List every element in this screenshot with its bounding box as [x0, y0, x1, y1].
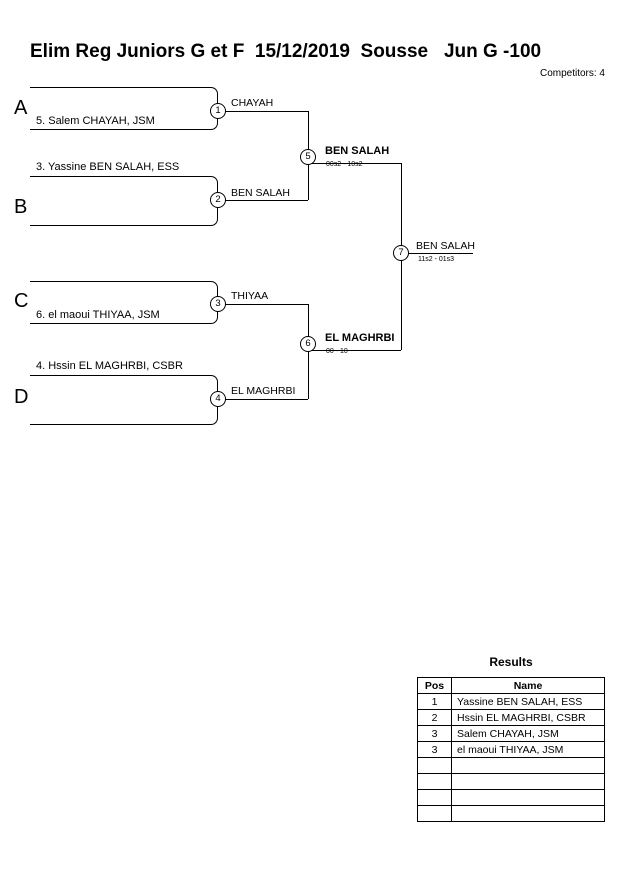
match-node-7[interactable]: 7 — [393, 245, 409, 261]
match-winner-1: CHAYAH — [231, 97, 274, 109]
result-name: Hssin EL MAGHRBI, CSBR — [451, 709, 605, 726]
competitors-count: Competitors: 4 — [539, 68, 605, 79]
table-row[interactable] — [417, 757, 605, 774]
match-winner-3: THIYAA — [231, 290, 269, 302]
results-col-pos: Pos — [417, 677, 452, 694]
semi-lower-out-line — [308, 350, 401, 351]
table-row[interactable]: 3 el maoui THIYAA, JSM — [417, 741, 605, 758]
result-pos — [417, 805, 452, 822]
group-letter-a: A — [14, 97, 28, 119]
result-name: el maoui THIYAA, JSM — [451, 741, 605, 758]
result-name — [451, 805, 605, 822]
r1-out-line-3 — [218, 304, 308, 305]
result-pos — [417, 789, 452, 806]
match-winner-2: BEN SALAH — [231, 187, 290, 199]
group-letter-b: B — [14, 196, 28, 218]
table-row[interactable]: 1 Yassine BEN SALAH, ESS — [417, 693, 605, 710]
result-pos: 3 — [417, 725, 452, 742]
match-winner-4: EL MAGHRBI — [231, 385, 296, 397]
result-pos: 3 — [417, 741, 452, 758]
match-winner-7: BEN SALAH — [416, 240, 475, 252]
match-score-5: 00s2 - 10s2 — [326, 161, 363, 168]
match-node-3[interactable]: 3 — [210, 296, 226, 312]
match-node-2[interactable]: 2 — [210, 192, 226, 208]
r1-out-line-1 — [218, 111, 308, 112]
page-title: Elim Reg Juniors G et F 15/12/2019 Souss… — [30, 41, 542, 62]
results-col-name: Name — [451, 677, 605, 694]
semi-upper-out-line — [308, 163, 401, 164]
group-letter-d: D — [14, 386, 29, 408]
r1-out-line-4 — [218, 399, 308, 400]
match-node-6[interactable]: 6 — [300, 336, 316, 352]
entry-label-a: 5. Salem CHAYAH, JSM — [36, 115, 155, 127]
result-pos: 2 — [417, 709, 452, 726]
entry-bracket-b — [30, 176, 218, 226]
result-name — [451, 789, 605, 806]
table-row[interactable] — [417, 805, 605, 822]
result-name: Salem CHAYAH, JSM — [451, 725, 605, 742]
table-row[interactable]: 3 Salem CHAYAH, JSM — [417, 725, 605, 742]
table-row[interactable] — [417, 773, 605, 790]
entry-bracket-d — [30, 375, 218, 425]
match-winner-5: BEN SALAH — [325, 145, 390, 157]
match-score-6: 00 - 10 — [326, 348, 348, 355]
results-title: Results — [489, 655, 533, 669]
group-letter-c: C — [14, 290, 29, 312]
result-pos: 1 — [417, 693, 452, 710]
entry-label-c: 6. el maoui THIYAA, JSM — [36, 309, 160, 321]
table-row[interactable]: 2 Hssin EL MAGHRBI, CSBR — [417, 709, 605, 726]
match-node-1[interactable]: 1 — [210, 103, 226, 119]
entry-label-b: 3. Yassine BEN SALAH, ESS — [36, 161, 180, 173]
entry-label-d: 4. Hssin EL MAGHRBI, CSBR — [36, 360, 183, 372]
result-pos — [417, 757, 452, 774]
results-header-row: Pos Name — [417, 677, 605, 694]
final-out-line — [401, 253, 473, 254]
r1-out-line-2 — [218, 200, 308, 201]
match-node-5[interactable]: 5 — [300, 149, 316, 165]
table-row[interactable] — [417, 789, 605, 806]
match-winner-6: EL MAGHRBI — [325, 332, 395, 344]
result-pos — [417, 773, 452, 790]
results-table: Pos Name 1 Yassine BEN SALAH, ESS 2 Hssi… — [417, 677, 605, 822]
result-name — [451, 773, 605, 790]
match-node-4[interactable]: 4 — [210, 391, 226, 407]
result-name: Yassine BEN SALAH, ESS — [451, 693, 605, 710]
match-score-7: 11s2 - 01s3 — [418, 256, 455, 263]
result-name — [451, 757, 605, 774]
